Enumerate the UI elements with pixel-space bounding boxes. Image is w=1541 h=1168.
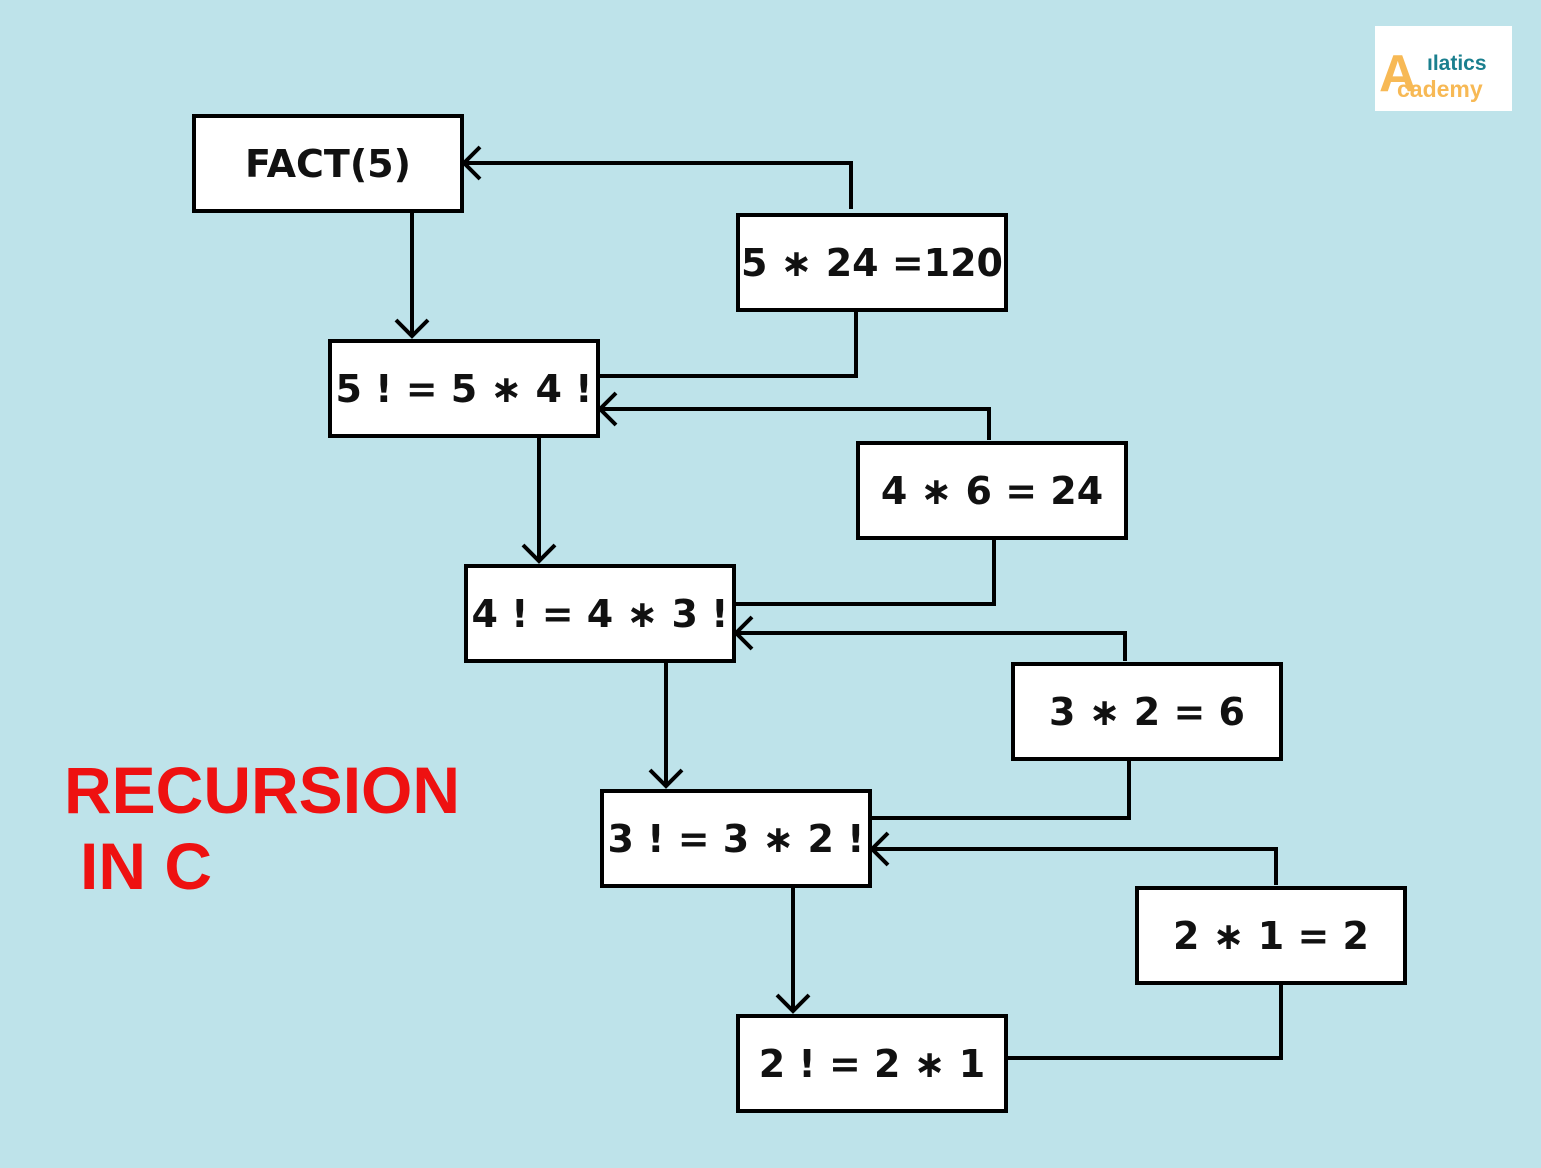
logo-text-top: ılatics bbox=[1427, 52, 1487, 75]
box-3-factorial: 3 ! = 3 ∗ 2 ! bbox=[600, 789, 872, 888]
return-line-24 bbox=[734, 536, 996, 606]
box-2-factorial: 2 ! = 2 ∗ 1 bbox=[736, 1014, 1008, 1113]
title-line-2: IN C bbox=[80, 829, 212, 903]
box-fact-5: FACT(5) bbox=[192, 114, 464, 213]
return-line-2 bbox=[1008, 981, 1283, 1060]
return-line-6 bbox=[870, 757, 1131, 820]
box-result-24: 4 ∗ 6 = 24 bbox=[856, 441, 1128, 540]
box-5-factorial: 5 ! = 5 ∗ 4 ! bbox=[328, 339, 600, 438]
title-line-1: RECURSION bbox=[64, 753, 461, 827]
academy-logo: A ılatics cademy bbox=[1375, 26, 1512, 111]
logo-letter: A bbox=[1379, 45, 1417, 103]
box-4-factorial: 4 ! = 4 ∗ 3 ! bbox=[464, 564, 736, 663]
return-arrow-6 bbox=[736, 631, 1127, 661]
return-arrow-2 bbox=[872, 847, 1278, 885]
return-arrow-24 bbox=[600, 407, 991, 440]
return-line-120 bbox=[598, 308, 858, 378]
box-result-120: 5 ∗ 24 =120 bbox=[736, 213, 1008, 312]
box-result-6: 3 ∗ 2 = 6 bbox=[1011, 662, 1283, 761]
box-result-2: 2 ∗ 1 = 2 bbox=[1135, 886, 1407, 985]
return-arrow-120 bbox=[464, 161, 853, 209]
logo-text-bottom: cademy bbox=[1397, 76, 1483, 102]
